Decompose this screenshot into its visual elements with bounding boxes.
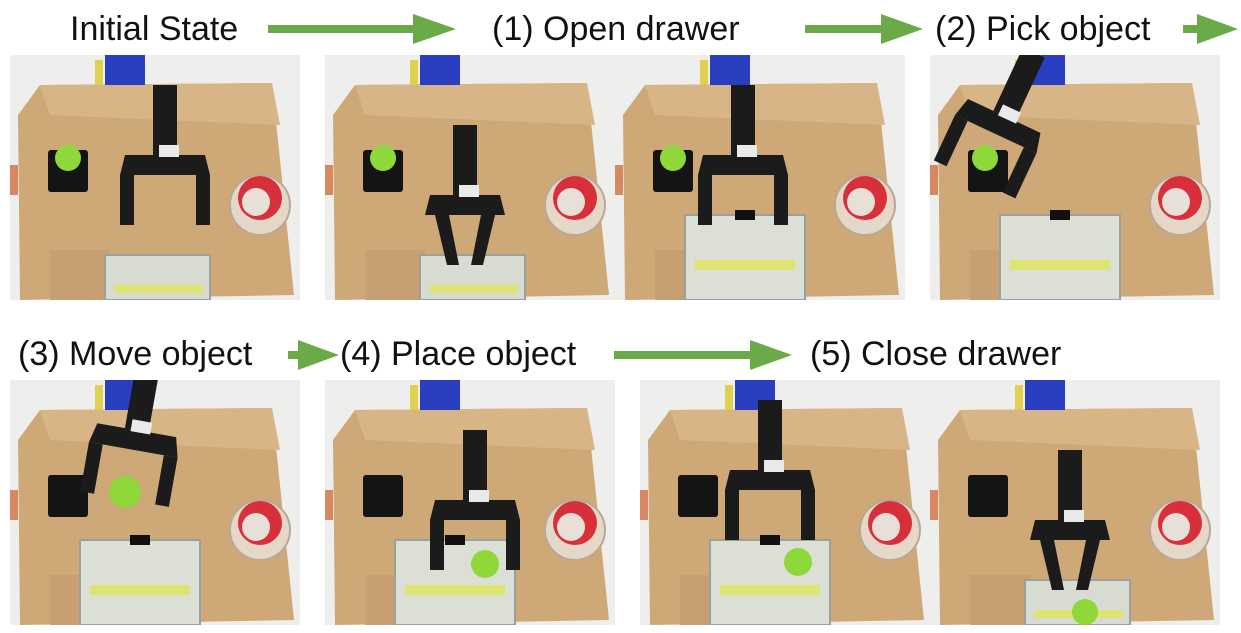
step-label-close-drawer: (5) Close drawer — [810, 335, 1062, 373]
green-ball-icon — [471, 550, 499, 578]
frame-open-drawer-a — [325, 55, 615, 300]
green-ball-icon — [109, 476, 141, 508]
step-label-move-object: (3) Move object — [18, 335, 253, 373]
right-arrow-icon — [268, 14, 456, 44]
green-ball-icon — [972, 145, 998, 171]
frame-close-drawer-b — [930, 380, 1220, 625]
frame-open-drawer-b — [615, 55, 905, 300]
right-arrow-icon — [1183, 14, 1238, 44]
right-arrow-icon — [614, 340, 792, 370]
green-ball-icon — [660, 145, 686, 171]
step-label-pick-object: (2) Pick object — [935, 10, 1151, 48]
step-label-place-object: (4) Place object — [340, 335, 577, 373]
green-ball-icon — [784, 548, 812, 576]
step-label-initial: Initial State — [70, 10, 239, 48]
green-ball-icon — [55, 145, 81, 171]
frame-move-object — [10, 380, 300, 625]
frame-close-drawer-a — [640, 380, 930, 625]
green-ball-icon — [370, 145, 396, 171]
step-label-open-drawer: (1) Open drawer — [492, 10, 740, 48]
frame-place-object — [325, 380, 615, 625]
right-arrow-icon — [805, 14, 923, 44]
right-arrow-icon — [288, 340, 339, 370]
frame-pick-object — [930, 55, 1220, 300]
green-ball-icon — [1072, 599, 1098, 625]
frame-initial-state — [10, 55, 300, 300]
